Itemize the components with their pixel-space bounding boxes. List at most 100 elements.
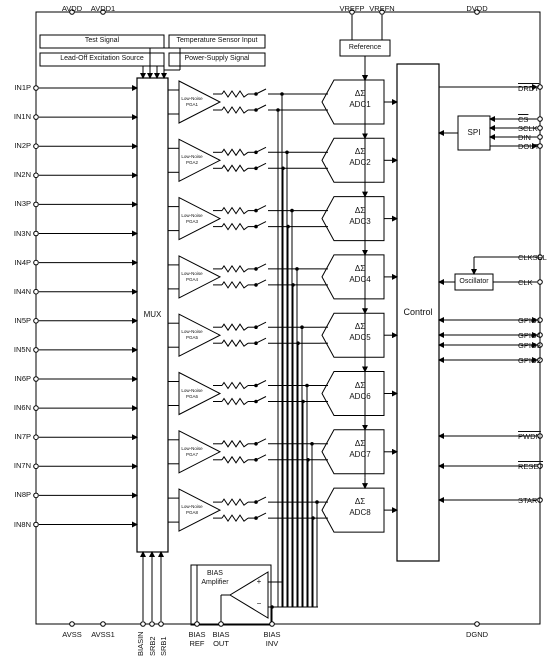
pga-label-2: PGA4 [185, 276, 198, 282]
resistor [221, 164, 249, 173]
pga-label-1: Low-Noise [181, 504, 203, 510]
pin-gpio4: GPIO4 [518, 331, 541, 340]
pga-label-1: Low-Noise [181, 270, 203, 276]
resistor [221, 323, 249, 332]
pin-clksel: CLKSEL [518, 253, 547, 262]
pin-avdd1: AVDD1 [90, 4, 116, 13]
bias-tap-node [280, 92, 284, 96]
switch-blade [255, 454, 267, 461]
input-pin-label: IN8P [14, 490, 31, 500]
input-pin-label: IN5N [13, 344, 31, 354]
pin-bias-out-2: OUT [213, 639, 229, 648]
input-pin-label: IN2N [13, 170, 31, 180]
lead-off-box [39, 52, 165, 67]
input-pin-label: IN1N [13, 112, 31, 122]
pin-dvdd: DVDD [466, 4, 488, 13]
pin-cs-dot [537, 116, 543, 122]
pga-label-2: PGA2 [185, 160, 198, 166]
resistor [221, 106, 249, 114]
switch-blade [255, 162, 267, 169]
switch-blade [255, 221, 267, 228]
reference-label: Reference [348, 44, 382, 51]
pin-avdd-dot [69, 9, 75, 15]
input-pin-dot [33, 85, 39, 91]
oscillator-label: Oscillator [459, 278, 489, 285]
temp-sensor-label: Temperature Sensor Input [176, 37, 258, 44]
input-pin-dot [33, 463, 39, 470]
resistor [221, 90, 249, 98]
pin-drdy: DRDY [518, 84, 540, 93]
input-pin-label: IN6P [14, 374, 31, 383]
bias-amp-label-2: Amplifier [201, 579, 229, 586]
input-pin-dot [33, 434, 39, 441]
control-box [396, 63, 440, 562]
resistor [221, 148, 249, 157]
adc-label: ADC4 [349, 274, 371, 284]
switch-node [254, 150, 258, 155]
resistor [221, 397, 249, 406]
pin-bias-ref-dot [194, 621, 200, 627]
bias-amp-minus: − [256, 599, 262, 608]
input-pin-dot [33, 492, 39, 499]
input-pin-label: IN4P [14, 257, 31, 267]
switch-node [254, 283, 258, 287]
pin-dvdd-dot [474, 9, 480, 15]
pga-triangle [178, 138, 222, 183]
pga-triangle [178, 313, 222, 358]
bias-tap-node [301, 399, 305, 404]
adc-delta-sigma: ΔΣ [354, 380, 366, 390]
resistor [221, 381, 249, 390]
input-pin-dot [33, 288, 39, 295]
switch-node [254, 458, 258, 462]
bias-amp-label-1: BIAS [207, 570, 223, 577]
power-supply-box [168, 52, 266, 67]
pin-start-dot [537, 497, 543, 503]
switch-blade [255, 321, 267, 328]
switch-blade [255, 104, 267, 111]
bias-tap-node [281, 166, 285, 171]
bias-tap-node [306, 458, 310, 462]
bias-tap-node [295, 267, 299, 271]
input-pin-dot [33, 172, 39, 179]
pin-bias-inv-dot [269, 621, 275, 627]
pin-bias-ref-2: REF [189, 639, 205, 648]
adc-delta-sigma: ΔΣ [354, 497, 366, 507]
switch-node [254, 442, 258, 446]
pga-label-2: PGA3 [185, 218, 198, 224]
switch-node [254, 224, 258, 229]
switch-node [254, 108, 258, 112]
pin-bias-ref-1: BIAS [188, 630, 206, 639]
input-pin-label: IN3N [13, 228, 31, 238]
adc-delta-sigma: ΔΣ [354, 205, 366, 215]
switch-blade [255, 512, 267, 519]
pga-label-1: Low-Noise [181, 212, 203, 218]
pga-label-2: PGA8 [185, 510, 198, 516]
switch-node [254, 166, 258, 171]
bias-inv-node [270, 605, 274, 609]
bias-amp-plus: + [256, 577, 262, 586]
pin-gpio2: GPIO2 [518, 356, 541, 365]
switch-blade [255, 205, 267, 212]
resistor [221, 339, 249, 348]
input-pin-label: IN8N [13, 519, 31, 529]
switch-node [254, 341, 258, 346]
pin-cs: CS [518, 115, 529, 124]
bias-amp-frame [190, 564, 272, 626]
pga-label-1: Low-Noise [181, 154, 203, 160]
pin-bias-out-1: BIAS [212, 630, 230, 639]
bias-tap-node [296, 341, 300, 346]
bias-tap-node [311, 516, 315, 520]
adc-delta-sigma: ΔΣ [354, 263, 366, 273]
input-pin-label: IN7N [13, 461, 31, 471]
bias-tap-node [285, 150, 289, 155]
pin-pwdn-dot [537, 433, 543, 439]
pin-dout: DOUT [518, 142, 540, 151]
pga-label-1: Low-Noise [181, 329, 203, 335]
pga-triangle [178, 80, 222, 124]
switch-blade [255, 337, 267, 344]
input-pin-label: IN4N [13, 286, 31, 296]
pin-srb1-dot [158, 621, 164, 627]
pin-sclk-dot [537, 125, 543, 131]
pga-triangle [178, 255, 222, 299]
